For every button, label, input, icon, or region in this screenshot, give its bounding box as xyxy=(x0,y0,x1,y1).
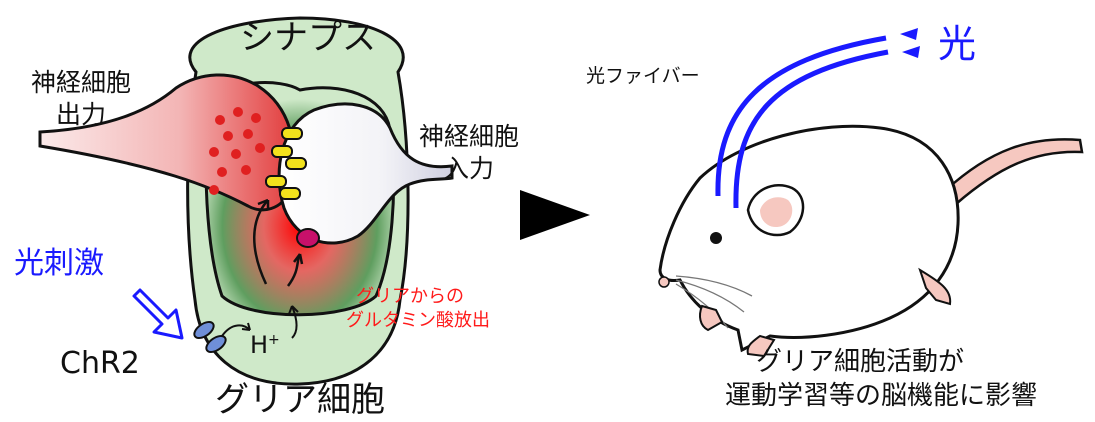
mouse-whiskers xyxy=(675,275,753,329)
light-label: 光 xyxy=(938,22,977,66)
mouse-tail xyxy=(944,138,1084,206)
neuron-output-label-line1: 神経細胞 xyxy=(30,68,131,97)
mouse-eye xyxy=(710,232,722,244)
result-label-line2: 運動学習等の脳機能に影響 xyxy=(724,381,1037,411)
arrow-right-icon xyxy=(520,190,590,240)
postsynaptic-spine xyxy=(277,102,454,245)
mouse-ear-inner xyxy=(760,197,793,228)
light-rays-icon xyxy=(900,28,920,58)
optical-fiber xyxy=(715,35,889,209)
chr2-label: ChR2 xyxy=(60,346,140,381)
chr2-channel-icon xyxy=(193,321,227,353)
receptors xyxy=(265,127,307,200)
proton-symbol: H xyxy=(250,331,269,359)
synapse-illustration xyxy=(38,16,454,386)
mouse-hind-leg xyxy=(746,334,776,358)
glutamate-release-label-line1: グリアからの xyxy=(356,286,464,307)
optical-fiber-label: 光ファイバー xyxy=(586,65,700,87)
mouse-nose xyxy=(658,276,670,288)
proton-label: H+ xyxy=(250,326,280,359)
hollow-arrow-icon xyxy=(132,288,184,340)
glial-cell-label: グリア細胞 xyxy=(215,380,385,420)
mouse-illustration xyxy=(658,28,1084,358)
neuron-output-label-line2: 出力 xyxy=(55,100,106,129)
mouse-front-paw xyxy=(699,304,724,332)
proton-charge: + xyxy=(268,332,280,348)
neuron-input-label-line2: 入力 xyxy=(443,154,494,183)
glutamate-particle xyxy=(296,228,320,248)
synapse-label: シナプス xyxy=(240,18,376,58)
glutamate-release-label-line2: グルタミン酸放出 xyxy=(346,310,490,331)
neuron-input-label-line1: 神経細胞 xyxy=(418,122,519,151)
result-label-line1: グリア細胞活動が xyxy=(755,347,964,377)
proton-arrows xyxy=(221,305,299,339)
release-arrows xyxy=(253,198,304,287)
vesicles xyxy=(209,107,265,195)
light-stimulation-label: 光刺激 xyxy=(14,246,104,281)
mouse-back-leg xyxy=(918,267,952,306)
